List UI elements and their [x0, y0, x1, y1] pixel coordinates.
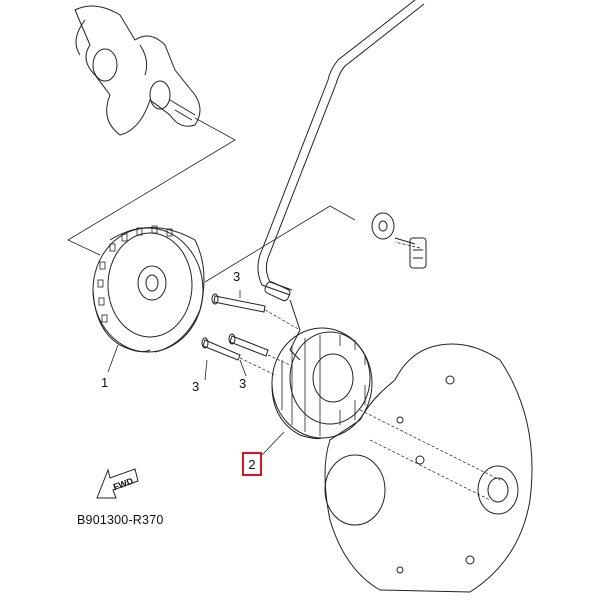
- part-label-2: 2: [248, 456, 256, 472]
- diagram-code: B901300-R370: [77, 513, 164, 527]
- rotor-drawing: [92, 225, 205, 353]
- part-label-3c[interactable]: 3: [239, 376, 247, 391]
- part-label-3b[interactable]: 3: [192, 379, 200, 394]
- part-label-1[interactable]: 1: [101, 375, 109, 390]
- crankshaft-drawing: [74, 5, 201, 136]
- engine-case-drawing: [324, 343, 533, 593]
- part-label-3a[interactable]: 3: [233, 269, 241, 284]
- washer-bolt-drawing: [371, 212, 427, 269]
- stator-drawing: [271, 327, 373, 440]
- fwd-arrow-icon: [96, 468, 139, 499]
- cable-drawing: [257, 0, 425, 361]
- bolts-drawing: [201, 293, 301, 376]
- part-label-2-highlighted[interactable]: 2: [242, 452, 262, 476]
